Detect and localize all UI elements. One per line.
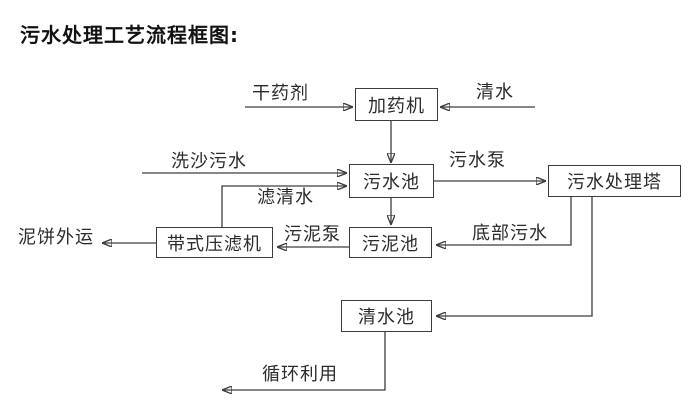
edge-label-sludge-pump: 污泥泵 — [284, 224, 341, 245]
diagram-title: 污水处理工艺流程框图: — [20, 23, 239, 47]
node-belt-filter-press: 带式压滤机 — [156, 227, 273, 258]
edge-label-recycle-use: 循环利用 — [262, 364, 338, 385]
node-sewage-treatment-tower: 污水处理塔 — [548, 165, 681, 197]
edge-label-filtered-water: 滤清水 — [257, 187, 314, 208]
node-sludge-pool: 污泥池 — [349, 227, 432, 258]
edge-label-bottom-sewage: 底部污水 — [472, 223, 548, 244]
edge-label-dry-chemical: 干药剂 — [252, 83, 309, 104]
edge-label-sewage-pump: 污水泵 — [449, 150, 506, 171]
edge-label-mud-cake-outbound: 泥饼外运 — [18, 227, 94, 248]
edge-label-clear-water: 清水 — [476, 82, 514, 103]
edge-label-sand-washing-sewage: 洗沙污水 — [171, 151, 247, 172]
node-clear-water-pool: 清水池 — [341, 300, 432, 332]
arrow-tower-to-clear-pool — [436, 197, 593, 316]
node-dosing-machine: 加药机 — [355, 88, 438, 121]
node-sewage-pool: 污水池 — [349, 164, 434, 198]
